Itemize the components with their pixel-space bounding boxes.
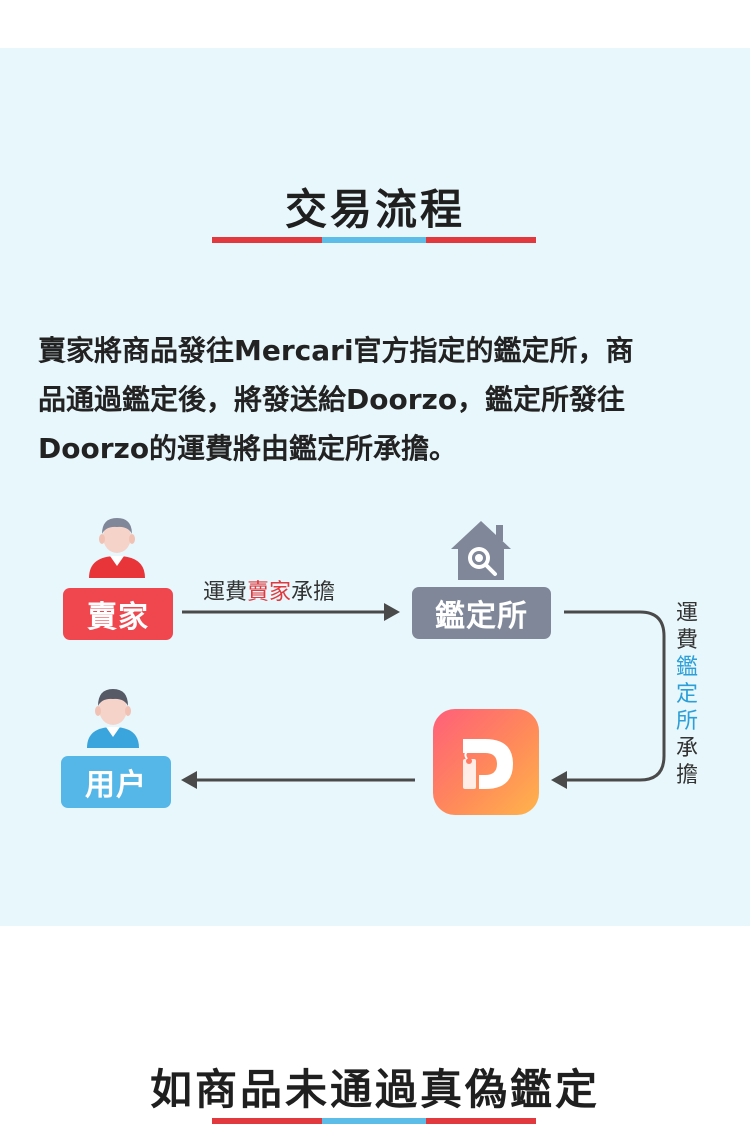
house-search-icon bbox=[451, 521, 511, 580]
edge-label-highlight: 賣家 bbox=[247, 580, 292, 605]
description-line: 品通過鑑定後，將發送給Doorzo，鑑定所發往 bbox=[38, 383, 626, 416]
user-avatar-icon bbox=[87, 689, 139, 748]
arrow-agency-to-app bbox=[551, 610, 666, 789]
doorzo-logo-icon bbox=[463, 739, 513, 789]
vlabel-char: 定 bbox=[675, 682, 698, 707]
title-underline bbox=[212, 237, 536, 243]
description-line: Doorzo的運費將由鑑定所承擔。 bbox=[38, 432, 458, 465]
vlabel-char: 承 bbox=[675, 736, 698, 761]
arrow-seller-to-agency bbox=[182, 603, 400, 621]
process-title: 交易流程 bbox=[284, 185, 465, 234]
process-description: 賣家將商品發往Mercari官方指定的鑑定所，商 品通過鑑定後，將發送給Door… bbox=[38, 326, 718, 473]
failed-authentication-title: 如商品未通過真偽鑑定 bbox=[149, 1065, 600, 1114]
user-node: 用户 bbox=[61, 756, 171, 808]
seller-shipping-label: 運費賣家承擔 bbox=[203, 574, 335, 606]
description-line: 賣家將商品發往Mercari官方指定的鑑定所，商 bbox=[38, 334, 634, 367]
agency-node: 鑑定所 bbox=[412, 587, 551, 639]
edge-label-prefix: 運費 bbox=[203, 580, 248, 605]
seller-node: 賣家 bbox=[63, 588, 173, 640]
vlabel-char: 擔 bbox=[675, 763, 698, 788]
edge-label-suffix: 承擔 bbox=[291, 580, 336, 605]
arrow-app-to-user bbox=[181, 771, 415, 789]
vlabel-char: 費 bbox=[675, 628, 698, 653]
doorzo-app-icon bbox=[433, 709, 539, 815]
title-underline bbox=[212, 1118, 536, 1124]
vlabel-char: 所 bbox=[675, 709, 698, 734]
vlabel-char: 鑑 bbox=[675, 655, 698, 680]
seller-avatar-icon bbox=[89, 518, 145, 578]
agency-shipping-label: 運 費 鑑 定 所 承 擔 bbox=[674, 600, 700, 789]
vlabel-char: 運 bbox=[675, 601, 698, 626]
